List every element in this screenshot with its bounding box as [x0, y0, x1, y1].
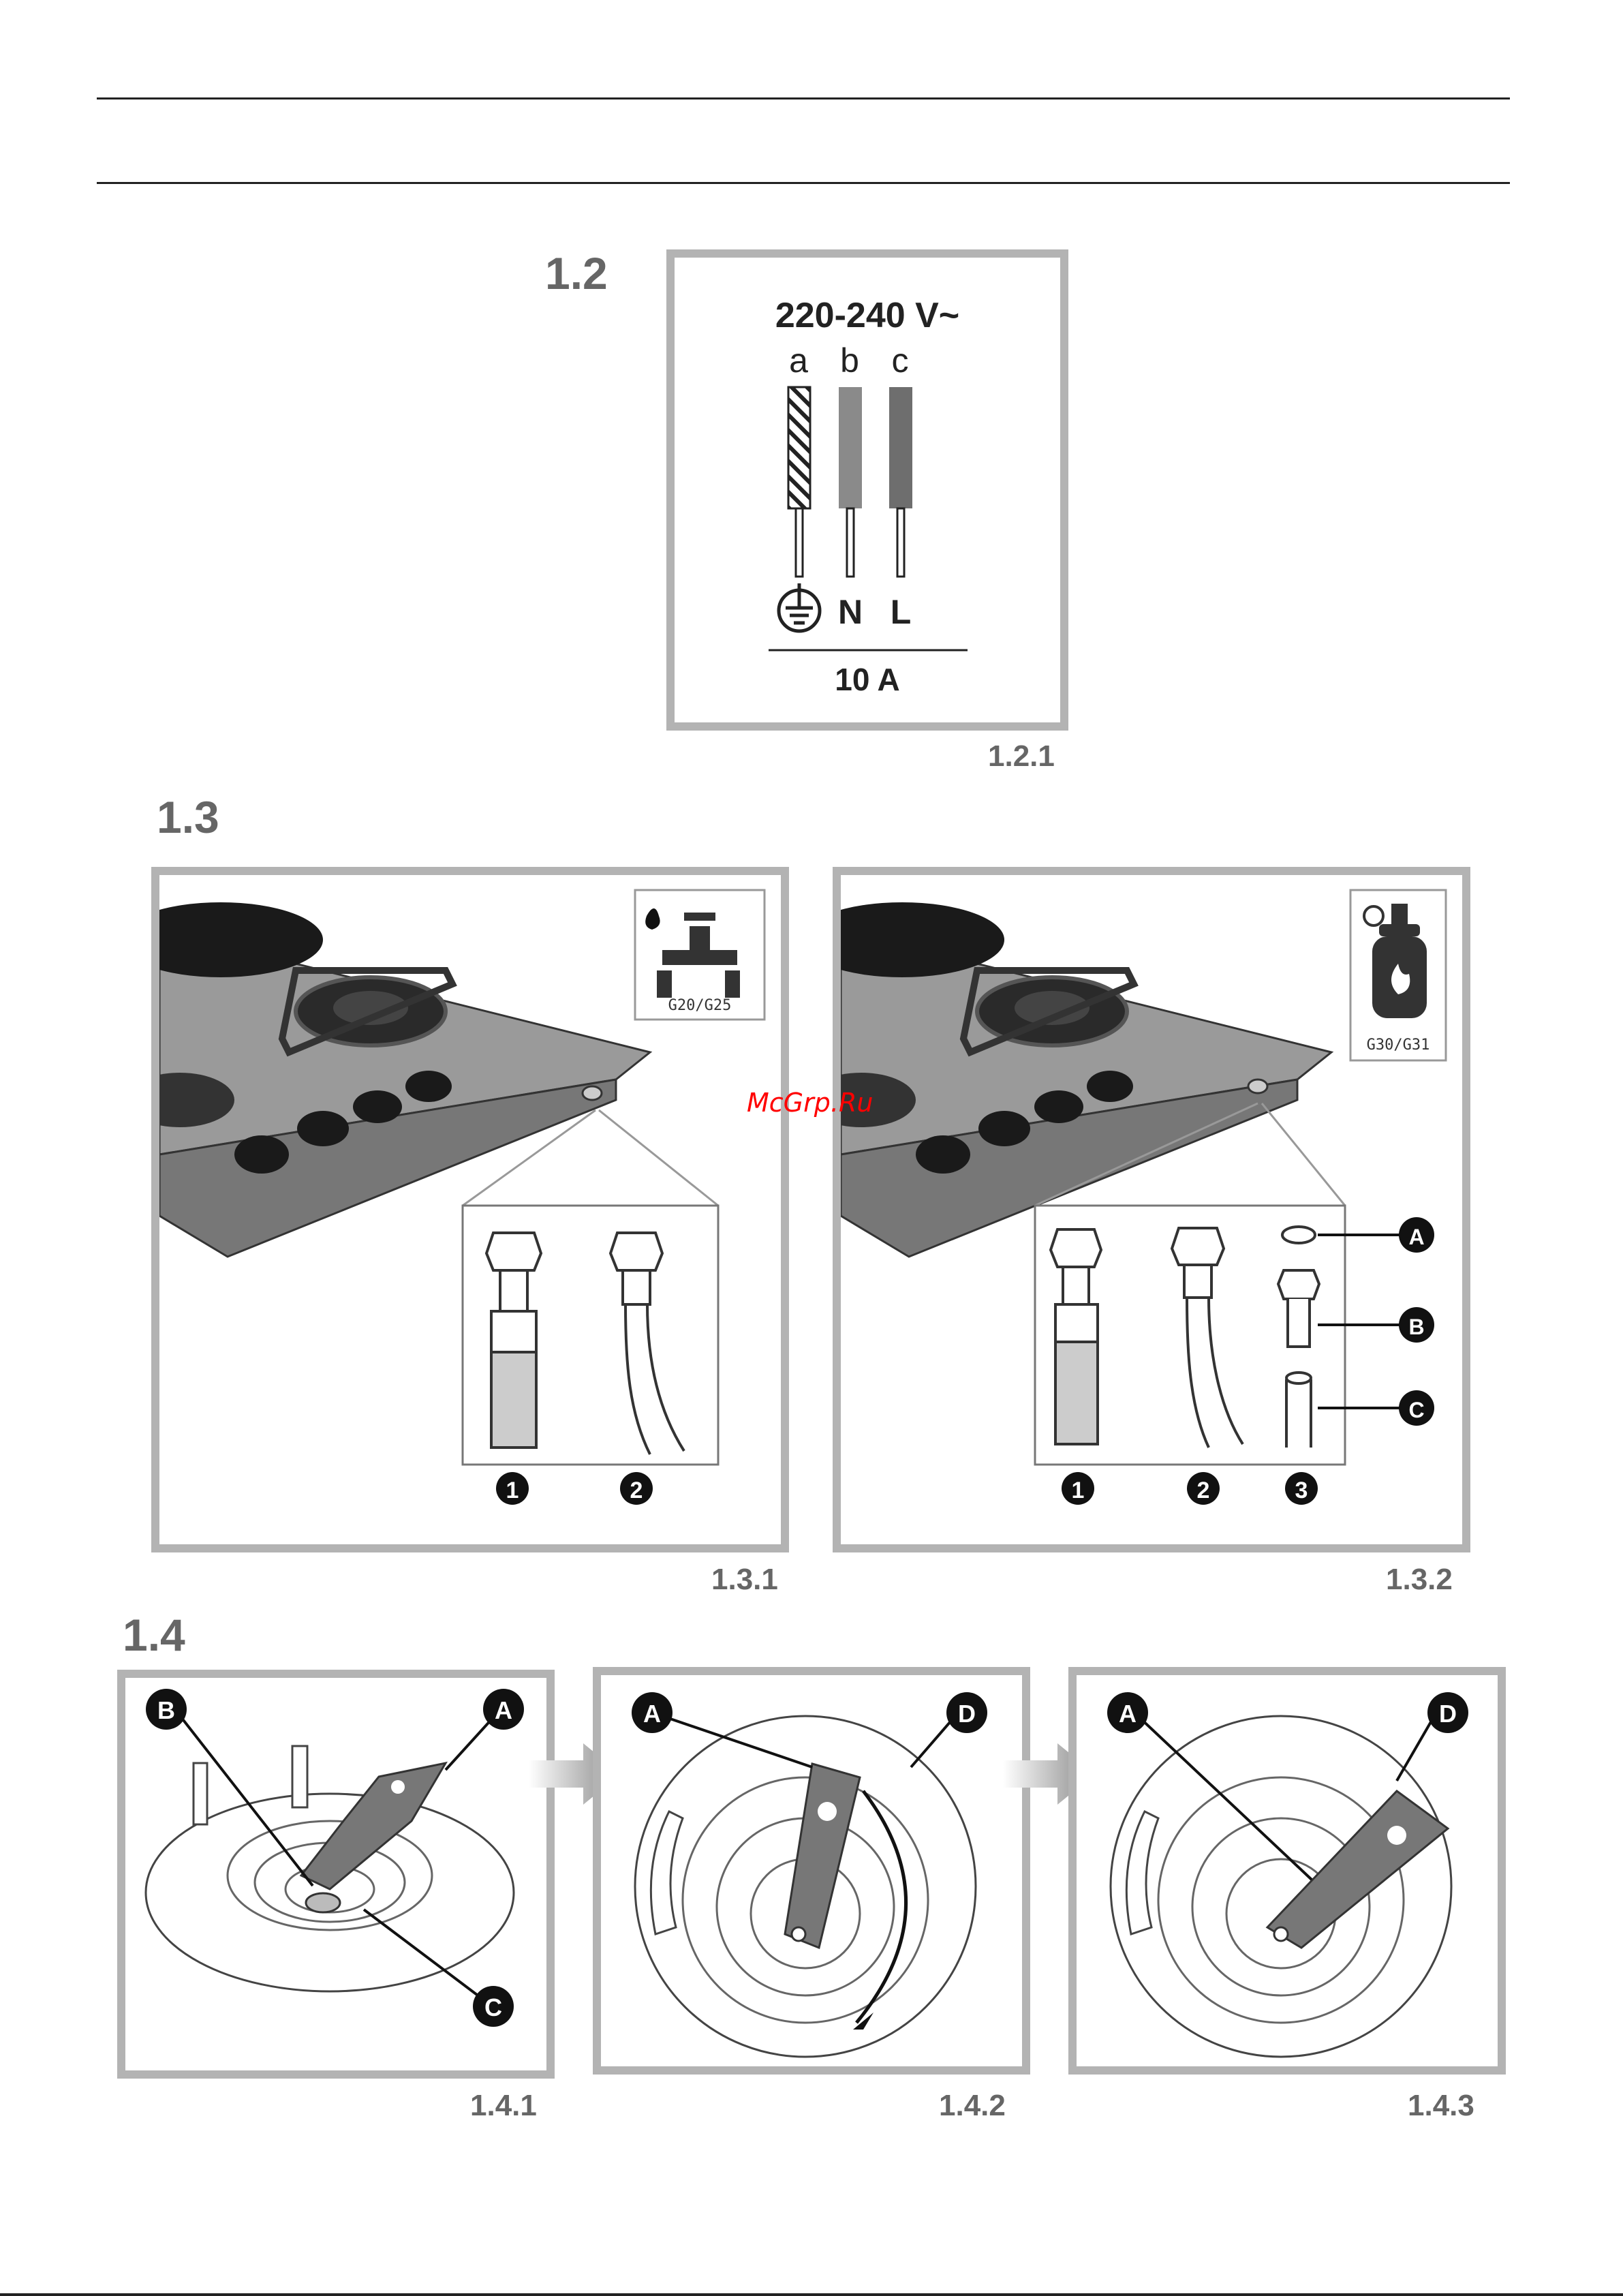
hob-lpg-illustration: A B C 1 2 3 G30/G31 — [841, 875, 1462, 1544]
hob-natural-gas-illustration: 1 2 G20/G25 — [159, 875, 781, 1544]
thermocouple — [194, 1763, 207, 1824]
gas-type-label: G20/G25 — [668, 997, 732, 1014]
figure-label-1-3-1: 1.3.1 — [711, 1565, 778, 1595]
part-2-label: 2 — [1197, 1478, 1210, 1503]
burner-step-1-illustration: B A C — [125, 1678, 546, 2070]
callout-d-label: D — [958, 1700, 976, 1728]
callout-c-label: C — [1408, 1398, 1424, 1422]
injector-nozzle — [792, 1927, 805, 1941]
callout-a-label: A — [643, 1700, 661, 1728]
wire-b-neutral — [839, 387, 862, 508]
figure-1-3-2-frame: A B C 1 2 3 G30/G31 — [833, 867, 1470, 1552]
voltage-label: 220-240 V~ — [775, 296, 959, 335]
spanner-hole — [818, 1802, 837, 1821]
figure-1-3-1-frame: 1 2 G20/G25 — [151, 867, 789, 1552]
callout-b-label: B — [1408, 1315, 1424, 1339]
part-1-label: 1 — [506, 1478, 519, 1503]
figure-label-1-3-2: 1.3.2 — [1386, 1565, 1453, 1595]
spanner-hole — [1387, 1826, 1406, 1845]
wiring-diagram-frame: 220-240 V~ a b c N L 10 A — [666, 249, 1068, 731]
wire-c-live — [889, 387, 912, 508]
callout-a-label: A — [1408, 1225, 1424, 1249]
header-rule-top — [97, 97, 1510, 100]
callout-c-label: C — [484, 1993, 502, 2021]
part-3-label: 3 — [1295, 1478, 1308, 1503]
current-rating: 10 A — [835, 662, 899, 697]
watermark: McGrp.Ru — [747, 1088, 873, 1118]
part-2-label: 2 — [630, 1478, 643, 1503]
callout-a-label: A — [1119, 1700, 1137, 1728]
wire-a-earth — [788, 387, 810, 508]
callout-d-label: D — [1439, 1700, 1457, 1728]
section-number-1-2: 1.2 — [545, 251, 608, 296]
figure-label-1-4-3: 1.4.3 — [1408, 2091, 1474, 2121]
gas-inlet — [1248, 1080, 1267, 1093]
callout-line-right — [599, 1110, 718, 1206]
fitting-1-flexible-hose — [1051, 1229, 1101, 1444]
arrow-a — [446, 1717, 493, 1770]
section-number-1-4: 1.4 — [123, 1612, 185, 1657]
callout-b-label: B — [157, 1696, 175, 1724]
footer-rule — [0, 2293, 1623, 2296]
terminal-n: N — [838, 593, 863, 631]
figure-1-4-3-frame: A D — [1068, 1667, 1506, 2075]
spanner-hole — [391, 1780, 405, 1794]
wire-c-core — [897, 508, 904, 577]
figure-label-1-4-2: 1.4.2 — [939, 2091, 1006, 2121]
wiring-diagram: 220-240 V~ a b c N L 10 A — [675, 258, 1060, 722]
callout-line-right — [1262, 1103, 1345, 1206]
burner-step-2-illustration: A D — [601, 1675, 1022, 2066]
injector-nozzle — [1274, 1927, 1288, 1941]
arrow-d — [911, 1716, 955, 1767]
burner-bowl — [1111, 1716, 1451, 2057]
gas-type-label: G30/G31 — [1367, 1037, 1430, 1054]
figure-label-1-4-1: 1.4.1 — [470, 2091, 537, 2121]
gas-inlet — [583, 1086, 602, 1100]
callout-a-label: A — [495, 1696, 512, 1724]
earth-ground-icon — [779, 583, 820, 631]
terminal-l: L — [891, 593, 912, 631]
injector-nozzle — [306, 1893, 340, 1912]
arrow-d — [1397, 1716, 1434, 1781]
fitting-1-flexible-hose — [486, 1233, 541, 1448]
header-rule-bottom — [97, 182, 1510, 184]
section-number-1-3: 1.3 — [157, 795, 219, 840]
figure-label-1-2-1: 1.2.1 — [988, 741, 1055, 771]
part-1-label: 1 — [1072, 1478, 1085, 1503]
wire-letter-a: a — [789, 341, 808, 380]
igniter — [292, 1746, 307, 1807]
burner-step-3-illustration: A D — [1077, 1675, 1498, 2066]
wire-a-core — [796, 508, 803, 577]
wire-b-core — [847, 508, 854, 577]
figure-1-4-1-frame: B A C — [117, 1670, 555, 2079]
figure-1-4-2-frame: A D — [593, 1667, 1030, 2075]
wire-letter-b: b — [840, 341, 859, 380]
wire-letter-c: c — [892, 341, 909, 380]
